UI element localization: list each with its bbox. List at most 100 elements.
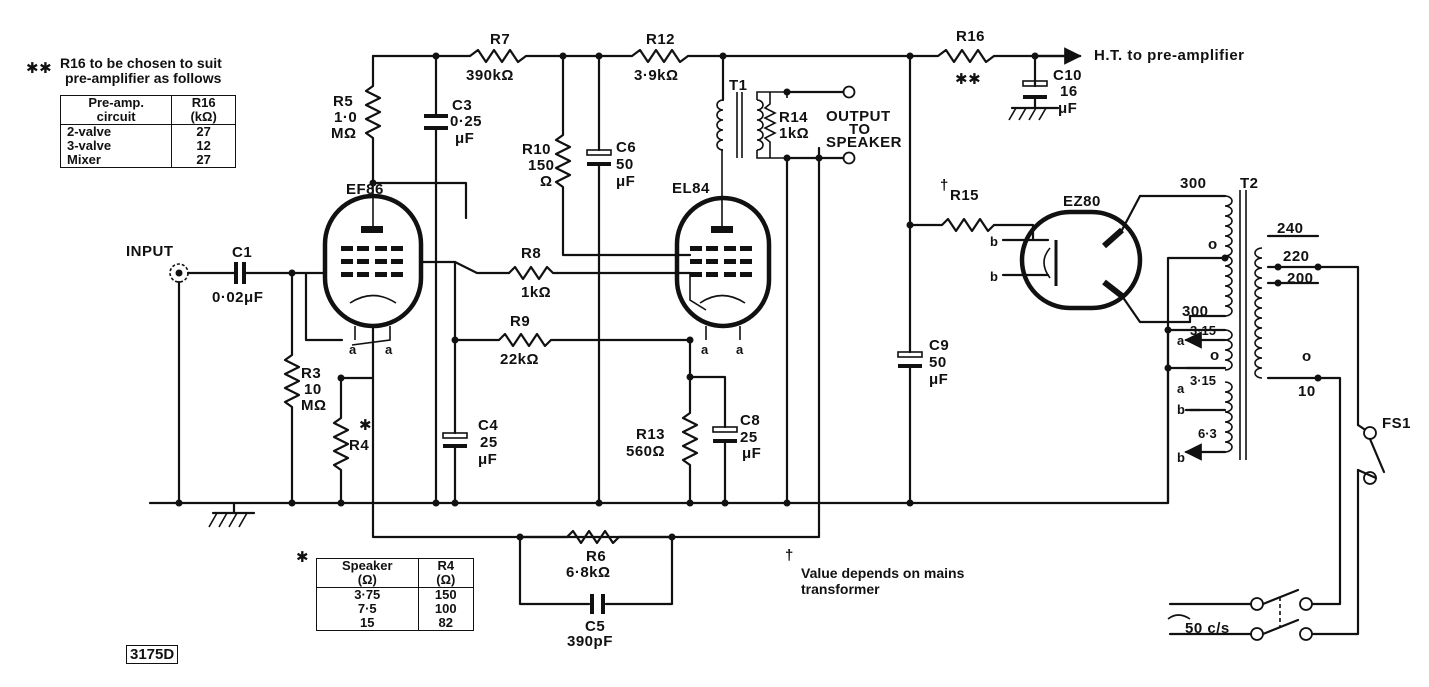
r12-name: R12 xyxy=(646,31,675,48)
ef86-pin-a2: a xyxy=(385,342,393,357)
c6-value2: μF xyxy=(616,173,635,190)
dagger-mark: † xyxy=(785,547,794,564)
r4-note-mark: ✱ xyxy=(296,549,309,566)
c8-value1: 25 xyxy=(740,429,758,446)
c9-capacitor xyxy=(897,54,923,507)
r4-header-speaker-2: (Ω) xyxy=(357,572,377,587)
c5-value: 390pF xyxy=(567,633,613,650)
feedback-wire xyxy=(371,146,821,539)
r10-name: R10 xyxy=(522,141,551,158)
c10-name: C10 xyxy=(1053,67,1082,84)
el84-valve xyxy=(674,150,772,340)
c3-value2: μF xyxy=(455,130,474,147)
t1-label: T1 xyxy=(729,77,748,94)
ht-label: H.T. to pre-amplifier xyxy=(1094,47,1245,64)
el84-label: EL84 xyxy=(672,180,710,197)
r6-name: R6 xyxy=(586,548,606,565)
t2-tap-o2: o xyxy=(1210,347,1220,364)
r16-note-mark: ✱✱ xyxy=(26,60,52,77)
c5-capacitor xyxy=(590,594,605,614)
r16-circuit-cell: 2-valve xyxy=(59,124,173,139)
r9-name: R9 xyxy=(510,313,530,330)
figure-reference: 3175D xyxy=(126,645,179,664)
fs1-fuse xyxy=(1356,423,1386,485)
c6-capacitor xyxy=(586,54,612,507)
r16-header-circuit-2: circuit xyxy=(96,109,136,124)
c4-capacitor xyxy=(442,260,468,507)
r15-resistor xyxy=(908,217,1035,242)
r5-name: R5 xyxy=(333,93,353,110)
r4-speaker-cell: 3·75 xyxy=(316,587,419,602)
r8-resistor xyxy=(507,265,559,281)
r6-resistor xyxy=(516,529,676,606)
c6-name: C6 xyxy=(616,139,636,156)
output-line1: OUTPUT xyxy=(826,108,891,125)
mains-switch xyxy=(1167,588,1313,641)
r8-value: 1kΩ xyxy=(521,284,551,301)
t2-pin-a1: a xyxy=(1177,333,1185,348)
r16-header-circuit-1: Pre-amp. xyxy=(88,95,144,110)
ez80-pin-b2: b xyxy=(990,269,998,284)
el84-pin-a2: a xyxy=(736,342,744,357)
r4-value-cell: 82 xyxy=(417,616,475,631)
t2-tap-o1: o xyxy=(1208,236,1218,253)
t2-tap-220: 220 xyxy=(1283,248,1310,265)
c9-name: C9 xyxy=(929,337,949,354)
c1-name: C1 xyxy=(232,244,252,261)
dagger-note-line2: transformer xyxy=(801,581,880,597)
earth-symbol xyxy=(208,501,256,528)
r4-header-value-2: (Ω) xyxy=(436,572,456,587)
r4-table-header-speaker: Speaker(Ω) xyxy=(316,558,419,588)
r13-value: 560Ω xyxy=(626,443,665,460)
input-label: INPUT xyxy=(126,243,174,260)
r6-value: 6·8kΩ xyxy=(566,564,611,581)
c3-capacitor xyxy=(424,54,448,507)
r10-value1: 150 xyxy=(528,157,555,174)
r15-name: R15 xyxy=(950,187,979,204)
r5-value2: MΩ xyxy=(331,125,357,142)
r5-value1: 1·0 xyxy=(334,109,357,126)
c8-name: C8 xyxy=(740,412,760,429)
r16-circuit-cell: 3-valve xyxy=(59,139,173,153)
r3-resistor xyxy=(283,271,301,507)
r4-name: R4 xyxy=(349,437,369,454)
r4-speaker-cell: 7·5 xyxy=(316,602,419,616)
r3-value1: 10 xyxy=(304,381,322,398)
el84-pin-a1: a xyxy=(701,342,709,357)
t2-tap-300-top: 300 xyxy=(1180,175,1207,192)
c4-value1: 25 xyxy=(480,434,498,451)
t2-tap-315b: 3·15 xyxy=(1190,373,1216,388)
c10-capacitor xyxy=(1008,54,1060,121)
r16-mark: ✱✱ xyxy=(955,71,981,88)
t2-label: T2 xyxy=(1240,175,1259,192)
r16-value-cell: 27 xyxy=(171,153,236,168)
r5-resistor xyxy=(364,54,382,187)
c5-name: C5 xyxy=(585,618,605,635)
r4-value-cell: 100 xyxy=(417,602,475,616)
ez80-valve xyxy=(1001,194,1192,324)
output-line2: TO xyxy=(849,121,871,138)
r4-header-speaker-1: Speaker xyxy=(341,558,393,573)
r4-speaker-cell: 15 xyxy=(316,616,419,631)
output-line3: SPEAKER xyxy=(826,134,902,151)
mains-label: 50 c/s xyxy=(1185,620,1230,637)
r16-table-header-circuit: Pre-amp.circuit xyxy=(59,95,173,125)
t2-transformer xyxy=(1138,190,1360,636)
dagger-note-line1: Value depends on mains xyxy=(801,565,965,581)
r4-mark: ✱ xyxy=(359,417,372,434)
c6-value1: 50 xyxy=(616,156,634,173)
ground-bus xyxy=(148,326,1170,505)
r4-value-cell: 150 xyxy=(417,587,475,602)
c9-value1: 50 xyxy=(929,354,947,371)
r15-mark: † xyxy=(940,177,949,194)
r4-table-header-value: R4(Ω) xyxy=(417,558,475,588)
fs1-label: FS1 xyxy=(1382,415,1411,432)
